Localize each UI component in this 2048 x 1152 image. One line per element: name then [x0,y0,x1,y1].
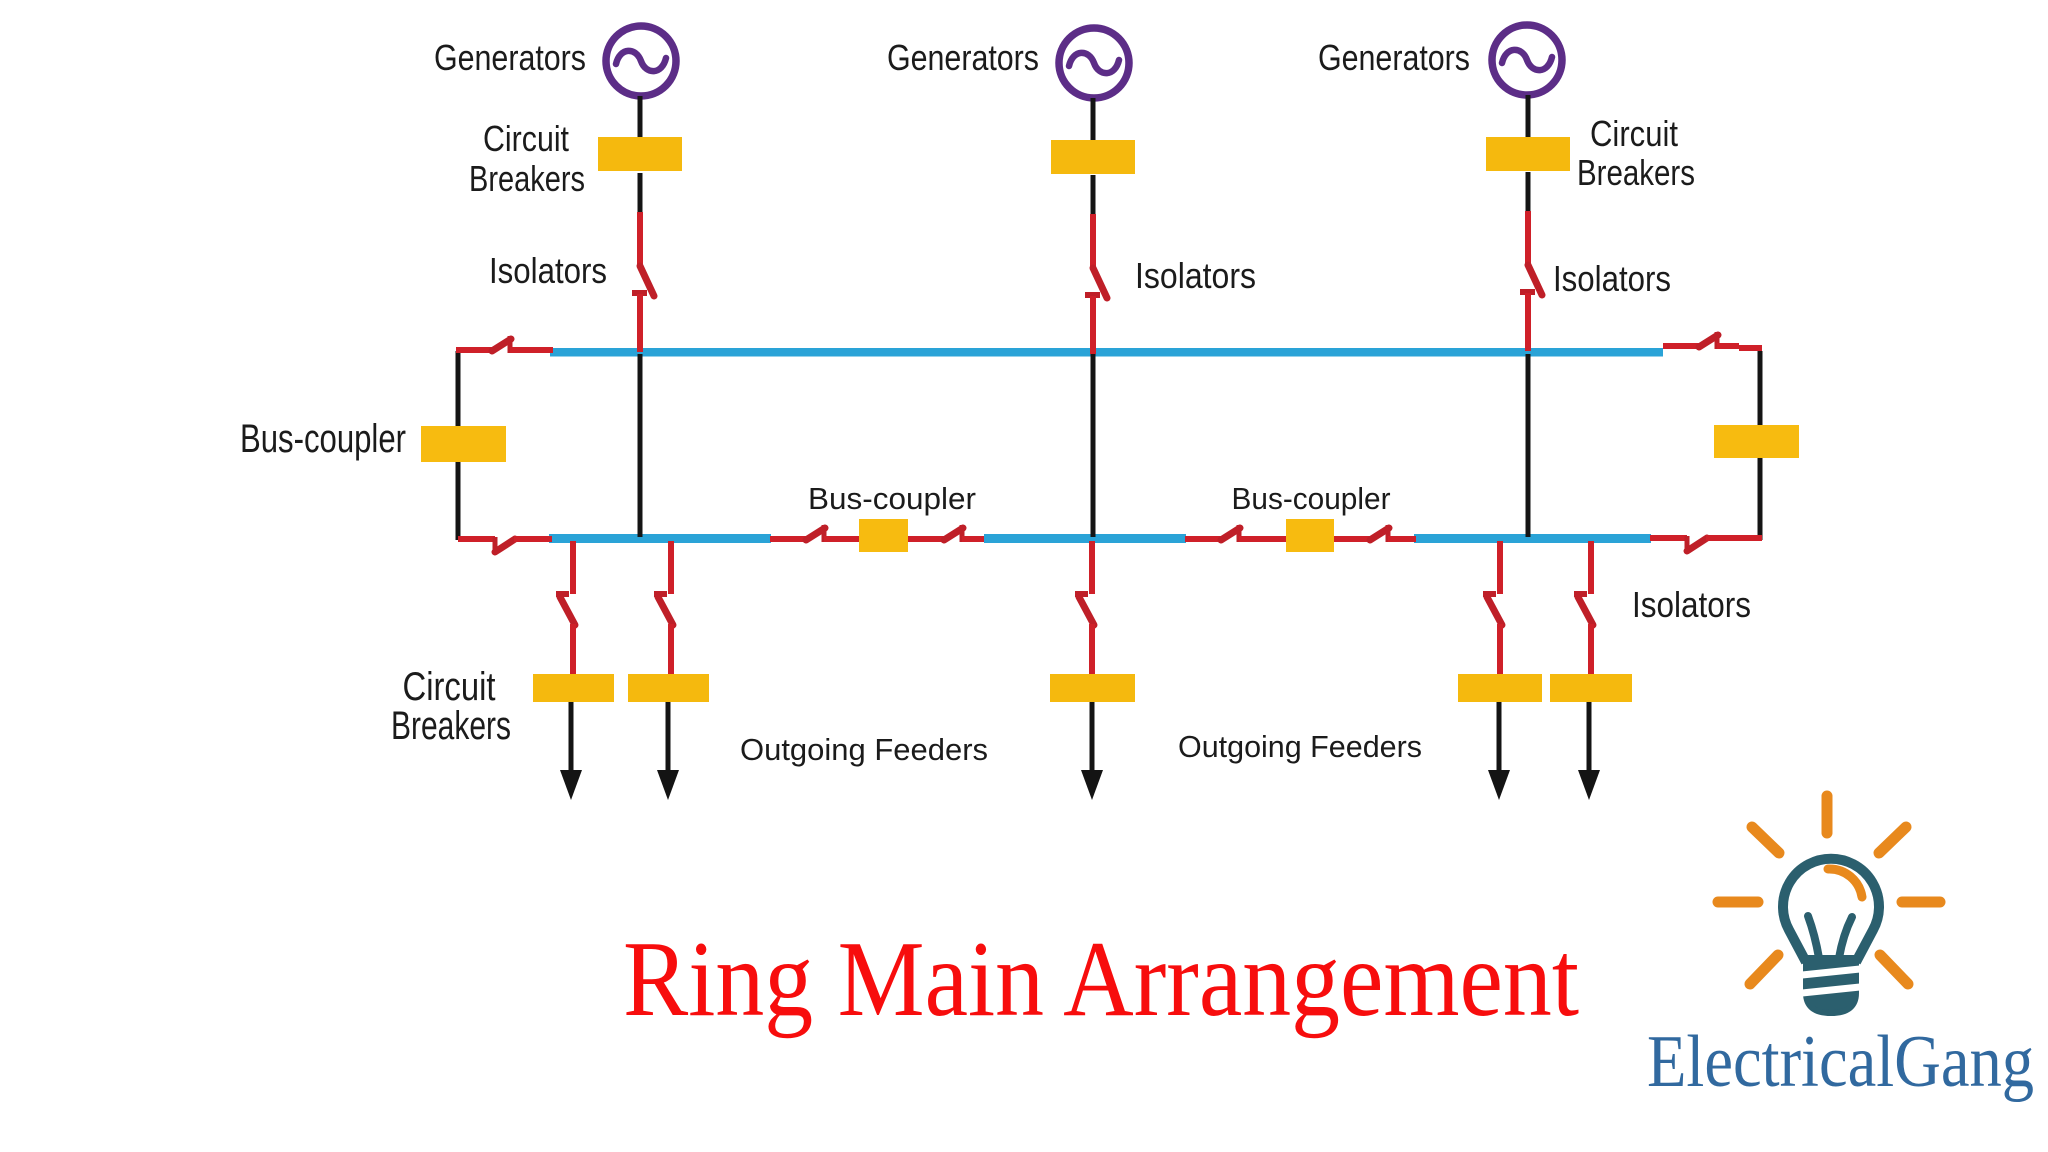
svg-text:Generators: Generators [1318,37,1470,78]
svg-text:Circuit: Circuit [1590,113,1678,154]
svg-text:Breakers: Breakers [391,704,511,748]
svg-text:Bus-coupler: Bus-coupler [808,481,976,516]
svg-text:Breakers: Breakers [469,158,585,199]
svg-text:Breakers: Breakers [1577,152,1695,193]
svg-text:Generators: Generators [887,37,1039,78]
svg-text:Outgoing Feeders: Outgoing Feeders [1178,729,1422,764]
svg-text:Isolators: Isolators [1632,584,1751,625]
svg-text:Bus-coupler: Bus-coupler [1232,481,1391,516]
svg-text:Generators: Generators [434,37,586,78]
svg-text:Isolators: Isolators [1553,258,1671,299]
svg-text:Bus-coupler: Bus-coupler [240,417,406,461]
svg-text:Isolators: Isolators [1135,255,1256,296]
svg-text:ElectricalGang: ElectricalGang [1647,1021,2034,1103]
svg-text:Outgoing Feeders: Outgoing Feeders [740,732,988,767]
svg-text:Circuit: Circuit [483,118,569,159]
svg-text:Circuit: Circuit [403,665,496,709]
svg-text:Isolators: Isolators [489,250,607,291]
svg-text:Ring Main Arrangement: Ring Main Arrangement [623,920,1579,1039]
